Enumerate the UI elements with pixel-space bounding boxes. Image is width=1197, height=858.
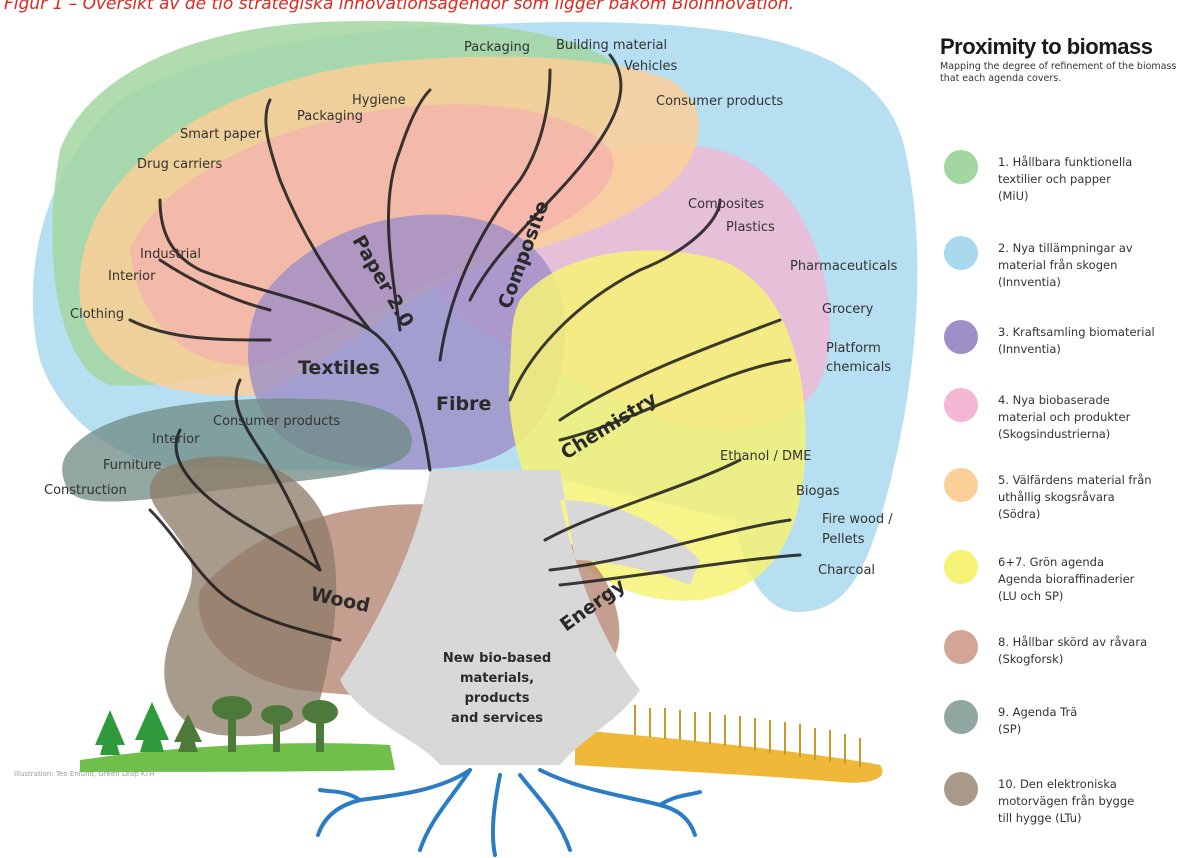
- legend-swatch: [944, 630, 978, 664]
- legend-item: 9. Agenda Trä (SP): [940, 700, 1197, 770]
- domain-label-textiles: Textiles: [298, 357, 380, 379]
- label-platform-chemicals-1: Platform: [826, 341, 881, 356]
- center-label-line-2: materials,: [460, 671, 534, 686]
- legend-swatch: [944, 700, 978, 734]
- label-industrial: Industrial: [140, 247, 201, 262]
- label-charcoal: Charcoal: [818, 563, 875, 578]
- tree-diagram: Paper 2.0 Composite Textiles Fibre Chemi…: [0, 0, 935, 858]
- legend-item-text: 5. Välfärdens material från uthållig sko…: [998, 472, 1194, 523]
- legend-item-line: till hygge (LTu): [998, 810, 1194, 827]
- label-vehicles: Vehicles: [624, 59, 677, 74]
- label-platform-chemicals-2: chemicals: [826, 360, 891, 375]
- forest-ground: [80, 743, 395, 772]
- legend-swatch: [944, 772, 978, 806]
- label-packaging-top: Packaging: [464, 40, 530, 55]
- label-pharmaceuticals: Pharmaceuticals: [790, 259, 898, 274]
- legend-item-line: (LU och SP): [998, 588, 1194, 605]
- legend-item-line: (Innventia): [998, 274, 1194, 291]
- label-fire-wood-1: Fire wood /: [822, 512, 893, 527]
- legend-item-text: 8. Hållbar skörd av råvara (Skogforsk): [998, 634, 1194, 668]
- legend-item: 3. Kraftsamling biomaterial (Innventia): [940, 320, 1197, 390]
- legend-item-line: (SP): [998, 721, 1194, 738]
- legend-item-text: 10. Den elektroniska motorvägen från byg…: [998, 776, 1194, 827]
- label-ethanol: Ethanol / DME: [720, 449, 811, 464]
- legend-item-text: 3. Kraftsamling biomaterial (Innventia): [998, 324, 1194, 358]
- label-consumer-products-top: Consumer products: [656, 94, 783, 109]
- label-biogas: Biogas: [796, 484, 840, 499]
- legend-item-line: uthållig skogsråvara: [998, 489, 1194, 506]
- legend-swatch: [944, 388, 978, 422]
- legend-item-text: 9. Agenda Trä (SP): [998, 704, 1194, 738]
- center-label-line-4: and services: [451, 711, 543, 726]
- legend-item-line: (Södra): [998, 506, 1194, 523]
- label-hygiene: Hygiene: [352, 93, 406, 108]
- label-packaging-left: Packaging: [297, 109, 363, 124]
- roots: [318, 770, 700, 855]
- legend-item: 6+7. Grön agenda Agenda bioraffinaderier…: [940, 550, 1197, 620]
- label-clothing: Clothing: [70, 307, 124, 322]
- legend-swatch: [944, 550, 978, 584]
- label-drug-carriers: Drug carriers: [137, 157, 223, 172]
- legend-item-line: 8. Hållbar skörd av råvara: [998, 634, 1194, 651]
- label-construction: Construction: [44, 483, 127, 498]
- field-ground: [575, 730, 883, 783]
- legend-item-text: 6+7. Grön agenda Agenda bioraffinaderier…: [998, 554, 1194, 605]
- legend: Proximity to biomass Mapping the degree …: [940, 34, 1197, 85]
- label-smart-paper: Smart paper: [180, 127, 262, 142]
- legend-item-line: motorvägen från bygge: [998, 793, 1194, 810]
- legend-item-line: Agenda bioraffinaderier: [998, 571, 1194, 588]
- label-building-material: Building material: [556, 38, 667, 53]
- legend-item-text: 4. Nya biobaserade material och produkte…: [998, 392, 1194, 443]
- legend-item-line: (Skogforsk): [998, 651, 1194, 668]
- legend-item-line: 4. Nya biobaserade: [998, 392, 1194, 409]
- illustration-credit: Illustration: Teo Enlund, Green Leap KTH: [14, 770, 154, 778]
- legend-title: Proximity to biomass: [940, 34, 1197, 60]
- legend-item-line: material från skogen: [998, 257, 1194, 274]
- label-composites: Composites: [688, 197, 764, 212]
- label-interior-upper: Interior: [108, 269, 156, 284]
- legend-item: 10. Den elektroniska motorvägen från byg…: [940, 772, 1197, 842]
- legend-item-text: 1. Hållbara funktionella textilier och p…: [998, 154, 1194, 205]
- legend-item-line: textilier och papper: [998, 171, 1194, 188]
- legend-item-line: 3. Kraftsamling biomaterial: [998, 324, 1194, 341]
- legend-subtitle: Mapping the degree of refinement of the …: [940, 61, 1185, 85]
- legend-swatch: [944, 468, 978, 502]
- region-agenda-10: [150, 456, 336, 736]
- legend-item: 2. Nya tillämpningar av material från sk…: [940, 236, 1197, 306]
- legend-item-line: 2. Nya tillämpningar av: [998, 240, 1194, 257]
- legend-swatch: [944, 150, 978, 184]
- legend-swatch: [944, 320, 978, 354]
- legend-item: 5. Välfärdens material från uthållig sko…: [940, 468, 1197, 538]
- legend-item-line: material och produkter: [998, 409, 1194, 426]
- legend-item-line: (Skogsindustrierna): [998, 426, 1194, 443]
- legend-item-line: 6+7. Grön agenda: [998, 554, 1194, 571]
- legend-item: 1. Hållbara funktionella textilier och p…: [940, 150, 1197, 220]
- label-plastics: Plastics: [726, 220, 775, 235]
- legend-item-line: (MiU): [998, 188, 1194, 205]
- label-fire-wood-2: Pellets: [822, 532, 865, 547]
- legend-item-text: 2. Nya tillämpningar av material från sk…: [998, 240, 1194, 291]
- label-furniture: Furniture: [103, 458, 161, 473]
- legend-item: 8. Hållbar skörd av råvara (Skogforsk): [940, 630, 1197, 700]
- legend-item-line: 9. Agenda Trä: [998, 704, 1194, 721]
- legend-item-line: 10. Den elektroniska: [998, 776, 1194, 793]
- legend-item-line: 1. Hållbara funktionella: [998, 154, 1194, 171]
- legend-item-line: (Innventia): [998, 341, 1194, 358]
- center-label-line-3: products: [465, 691, 530, 706]
- label-interior-low: Interior: [152, 432, 200, 447]
- label-grocery: Grocery: [822, 302, 874, 317]
- domain-label-fibre: Fibre: [436, 393, 491, 415]
- center-label-line-1: New bio-based: [443, 651, 551, 666]
- label-consumer-products-low: Consumer products: [213, 414, 340, 429]
- legend-item-line: 5. Välfärdens material från: [998, 472, 1194, 489]
- legend-item: 4. Nya biobaserade material och produkte…: [940, 388, 1197, 458]
- legend-swatch: [944, 236, 978, 270]
